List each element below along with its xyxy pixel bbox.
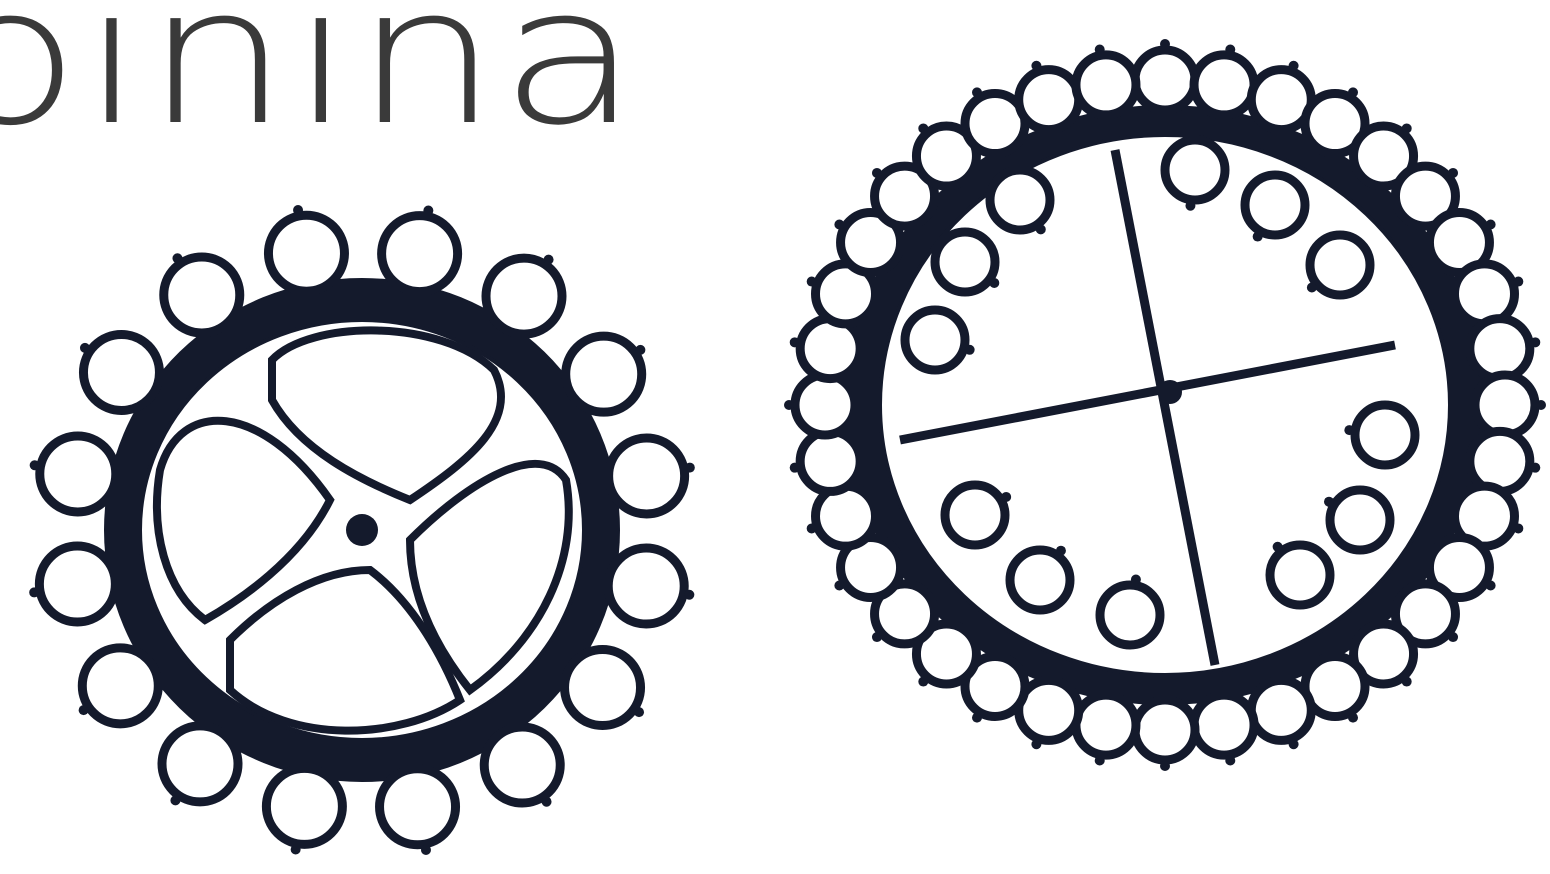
spacer-ring — [1194, 44, 1254, 114]
spacer-ring — [486, 255, 562, 334]
spacer-ring — [1251, 680, 1311, 749]
spacer-ring — [790, 431, 860, 491]
spacer-hub — [1158, 380, 1182, 404]
spacer-ring — [266, 768, 342, 854]
spacer-ring — [79, 648, 159, 724]
spacer-ring — [1135, 700, 1195, 771]
spacer-ring — [1470, 319, 1540, 379]
spacer-ring — [1076, 44, 1136, 114]
spacer-ring — [609, 438, 695, 514]
spacer-inner-ring — [1324, 490, 1390, 550]
spacer-ring — [565, 650, 644, 726]
spacer-inner-ring — [1270, 542, 1330, 605]
spacer-ring — [30, 436, 116, 512]
spacer-inner-ring — [1010, 546, 1070, 610]
spacer-ring — [1135, 39, 1195, 110]
four-hole-spacer — [784, 39, 1546, 771]
spacer-ring — [566, 336, 646, 412]
spacer-ring — [80, 334, 159, 410]
spacer-ring — [29, 546, 115, 622]
spacer-inner-ring — [1307, 235, 1370, 295]
three-hole-spacer — [29, 205, 695, 855]
spacer-ring — [1019, 61, 1079, 130]
spacer-ring — [1076, 695, 1136, 765]
spacer-inner-ring — [945, 485, 1011, 545]
spacer-ring — [382, 205, 458, 291]
spacer-inner-ring — [935, 232, 999, 292]
spacer-ring — [608, 548, 694, 624]
spacer-ring — [1454, 264, 1523, 324]
spacer-ring — [1194, 695, 1254, 765]
spacer-ring — [164, 253, 240, 333]
spacer-inner-ring — [990, 170, 1050, 234]
spacer-ring — [162, 726, 238, 805]
spacer-ring — [484, 727, 560, 807]
spacer-ring — [380, 769, 456, 855]
spacer-ring — [784, 375, 855, 435]
spacer-ring — [1475, 375, 1546, 435]
spacer-ring — [807, 486, 876, 546]
spacer-hub — [346, 514, 378, 546]
spacer-ring — [268, 205, 344, 291]
spacer-inner-ring — [1245, 175, 1305, 242]
